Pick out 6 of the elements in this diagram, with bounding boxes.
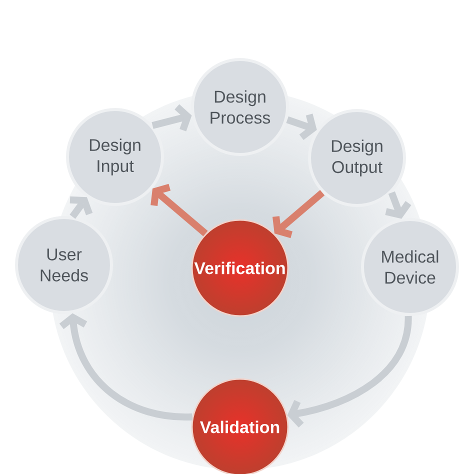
arrow <box>152 104 192 132</box>
arrow <box>150 184 208 236</box>
arrow <box>70 196 93 219</box>
curved-arrow <box>59 313 192 420</box>
curved-arrow <box>287 316 412 428</box>
arrow <box>272 190 325 238</box>
